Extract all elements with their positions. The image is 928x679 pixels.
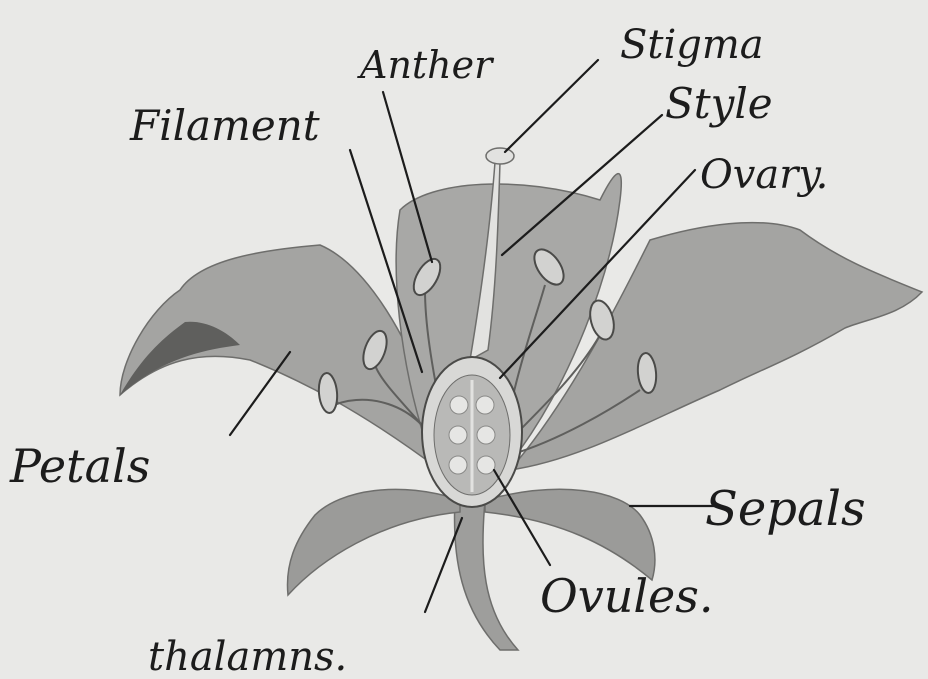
- label-ovary: Ovary.: [700, 152, 828, 198]
- label-anther: Anther: [357, 43, 495, 87]
- ovule: [449, 426, 467, 444]
- label-petals: Petals: [9, 439, 150, 493]
- stigma: [486, 148, 514, 164]
- ovule: [449, 456, 467, 474]
- label-style: Style: [665, 79, 773, 128]
- ovule: [450, 396, 468, 414]
- ovule: [476, 396, 494, 414]
- label-ovules: Ovules.: [540, 569, 714, 623]
- label-stigma: Stigma: [620, 22, 764, 68]
- label-filament: Filament: [129, 101, 320, 150]
- ovule: [477, 456, 495, 474]
- label-thalamus: thalamns.: [148, 634, 347, 679]
- label-sepals: Sepals: [705, 481, 866, 537]
- ovule: [477, 426, 495, 444]
